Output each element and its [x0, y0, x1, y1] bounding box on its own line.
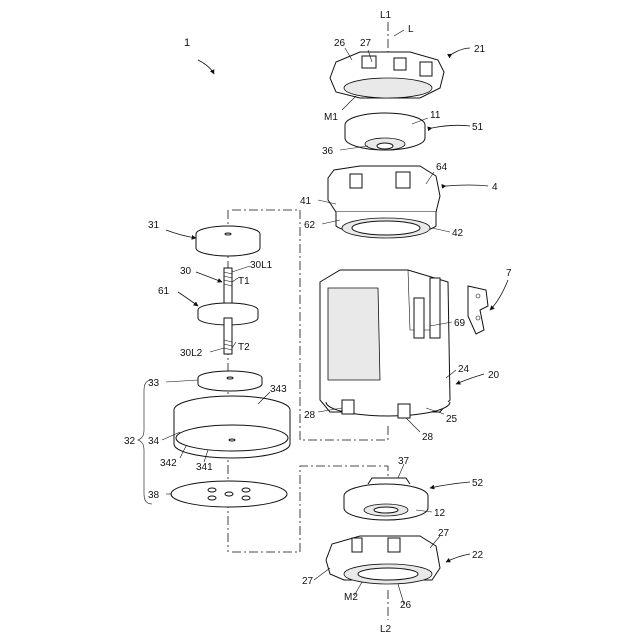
label-21: 21	[474, 44, 486, 55]
label-27-lower-right: 27	[438, 528, 450, 539]
spacer-part-33	[198, 371, 262, 391]
label-42: 42	[452, 228, 464, 239]
label-26-top: 26	[334, 38, 346, 49]
clip-part-7	[468, 286, 488, 334]
label-28-left: 28	[304, 410, 316, 421]
label-34: 34	[148, 436, 160, 447]
label-axis-L: L	[408, 24, 414, 35]
label-axis-L1: L1	[380, 10, 392, 21]
disc-part-31	[196, 226, 260, 256]
label-32: 32	[124, 436, 136, 447]
label-41: 41	[300, 196, 312, 207]
label-24: 24	[458, 364, 470, 375]
label-342: 342	[160, 458, 177, 469]
label-343: 343	[270, 384, 287, 395]
label-20: 20	[488, 370, 500, 381]
label-61: 61	[158, 286, 170, 297]
label-341: 341	[196, 462, 213, 473]
plate-part-38	[171, 481, 287, 507]
label-28-right: 28	[422, 432, 434, 443]
label-4: 4	[492, 182, 498, 193]
upper-gear-part-51	[345, 113, 425, 150]
label-64: 64	[436, 162, 448, 173]
label-7: 7	[506, 268, 512, 279]
label-T1: T1	[238, 276, 250, 287]
label-M1: M1	[324, 112, 338, 123]
label-27-lower-left: 27	[302, 576, 314, 587]
lower-cap-part-22	[326, 536, 440, 584]
label-25: 25	[446, 414, 458, 425]
label-52: 52	[472, 478, 484, 489]
label-27-top: 27	[360, 38, 372, 49]
reference-labels: 1 L1 L 21 26 27 M1 11 51 36 64 4 41 62 4…	[124, 10, 512, 635]
label-37: 37	[398, 456, 410, 467]
label-36: 36	[322, 146, 334, 157]
label-axis-L2: L2	[380, 624, 392, 635]
label-26-lower: 26	[400, 600, 412, 611]
label-38: 38	[148, 490, 160, 501]
main-cylinder-part-20	[320, 270, 450, 418]
label-11: 11	[430, 110, 441, 121]
label-33: 33	[148, 378, 160, 389]
lower-gear-part-52	[344, 478, 428, 520]
upper-cap-part-21	[330, 52, 444, 98]
label-T2: T2	[238, 342, 250, 353]
label-12: 12	[434, 508, 446, 519]
label-assembly-1: 1	[184, 37, 190, 49]
weight-part-34	[174, 396, 290, 458]
label-69: 69	[454, 318, 466, 329]
middle-housing-part-4	[328, 166, 440, 238]
label-M2: M2	[344, 592, 358, 603]
label-30L1: 30L1	[250, 260, 273, 271]
label-30: 30	[180, 266, 192, 277]
label-31: 31	[148, 220, 160, 231]
label-22: 22	[472, 550, 484, 561]
label-62: 62	[304, 220, 316, 231]
label-30L2: 30L2	[180, 348, 203, 359]
label-51: 51	[472, 122, 484, 133]
